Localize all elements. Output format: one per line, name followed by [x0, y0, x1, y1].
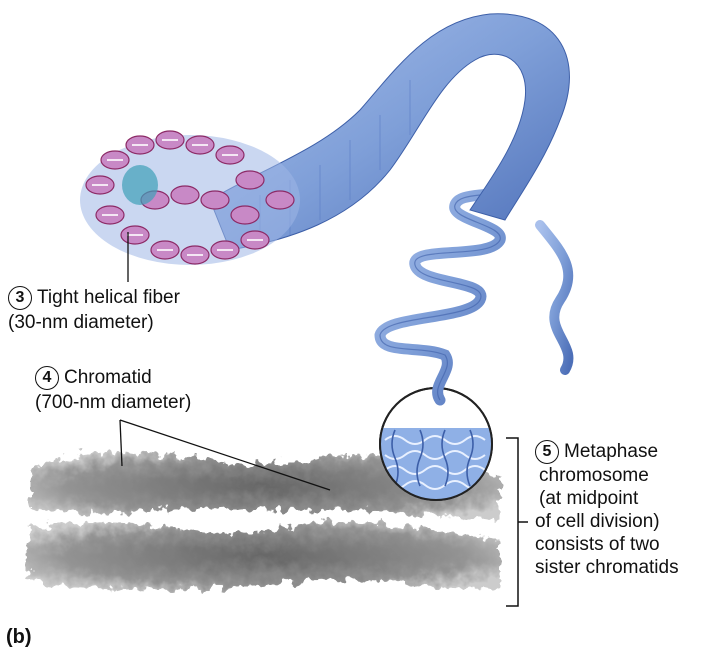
sister-chromatids — [28, 452, 500, 590]
chromatid-diameter: (700-nm diameter) — [35, 392, 192, 413]
chromosome-bracket — [506, 437, 528, 607]
leader-line-chromatid-a — [119, 419, 123, 467]
step-number-3: 3 — [8, 286, 32, 310]
coiled-fiber — [374, 179, 511, 406]
metaphase-line-5: consists of two — [535, 534, 660, 555]
step-number-4: 4 — [35, 366, 59, 390]
helical-fiber-diameter: (30-nm diameter) — [8, 312, 154, 333]
metaphase-line-6: sister chromatids — [535, 557, 679, 578]
metaphase-line-4: of cell division) — [535, 511, 660, 532]
metaphase-line-3: (at midpoint — [539, 488, 639, 509]
chromatin-tube — [209, 13, 570, 251]
helical-fiber — [80, 130, 300, 265]
step-number-5: 5 — [535, 440, 559, 464]
chromatid-lower — [28, 521, 500, 590]
chromatid-upper — [30, 452, 500, 520]
leader-line-chromatid-b — [119, 419, 331, 491]
chromatid-title: Chromatid — [64, 367, 152, 389]
metaphase-line-2: chromosome — [539, 465, 649, 486]
metaphase-line-1: Metaphase — [564, 441, 659, 463]
magnified-fiber-lens — [379, 387, 493, 501]
panel-label: (b) — [6, 626, 32, 648]
helical-fiber-title: Tight helical fiber — [37, 287, 180, 309]
